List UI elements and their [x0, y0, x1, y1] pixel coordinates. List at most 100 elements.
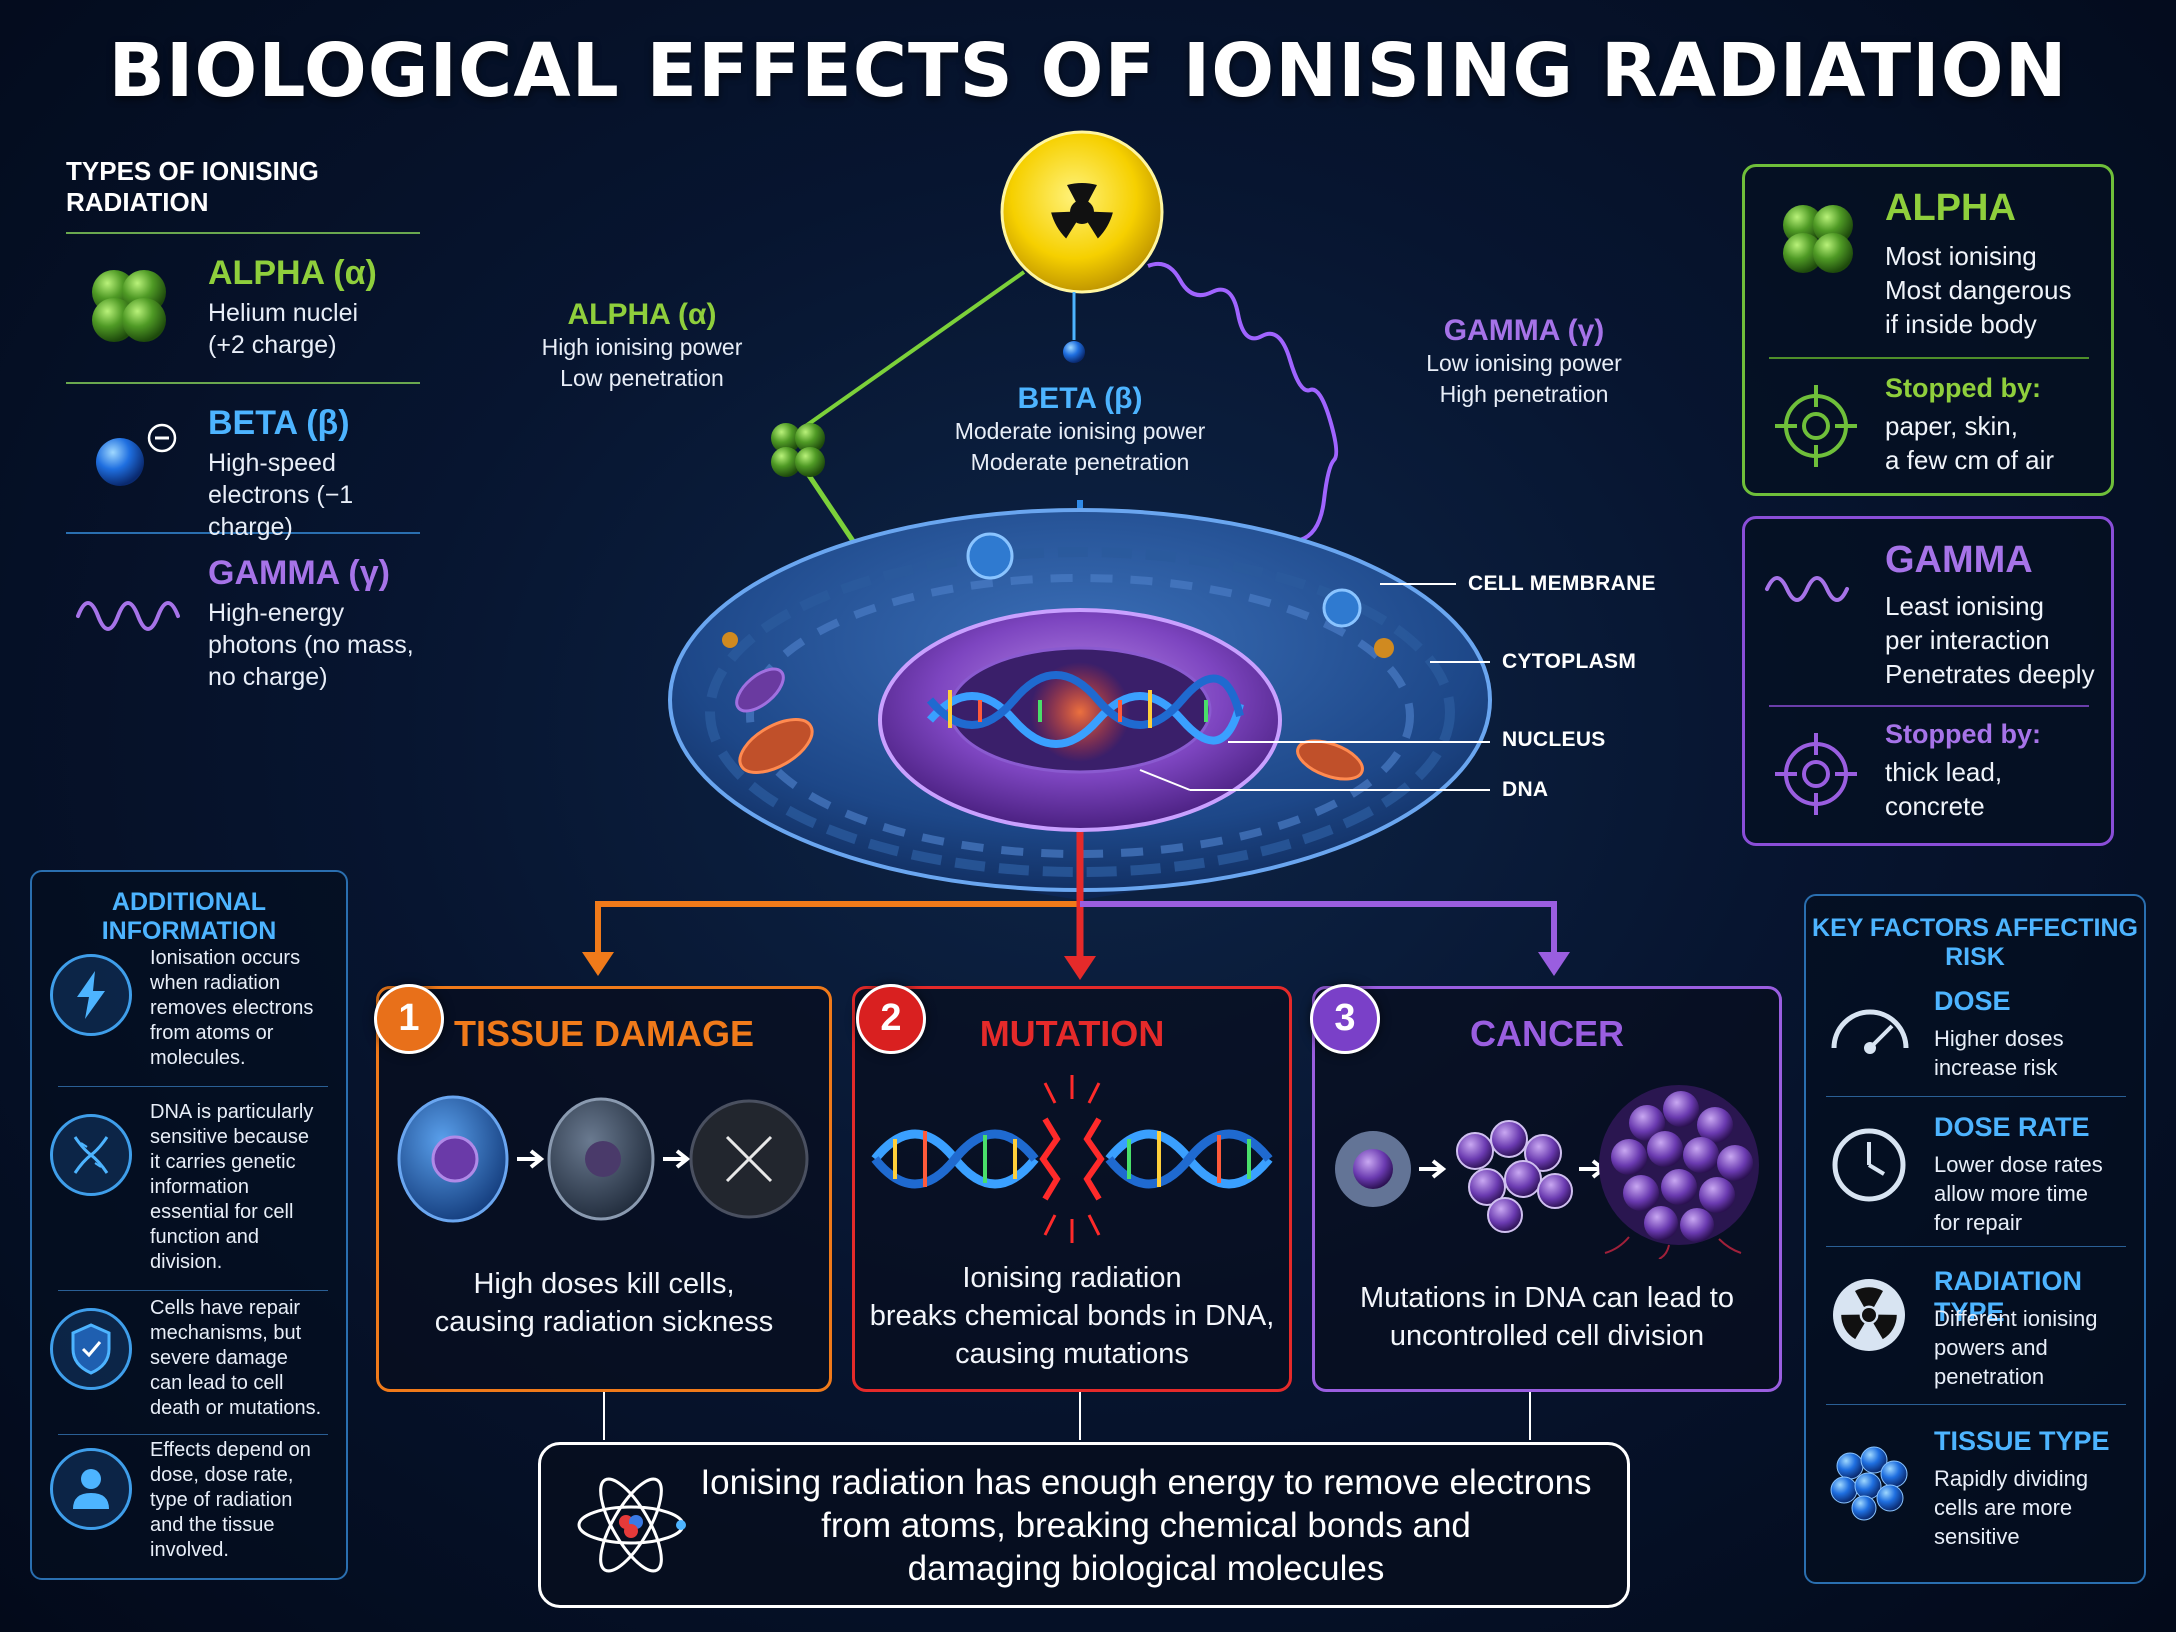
divider — [58, 1434, 328, 1435]
additional-info-heading: ADDITIONAL INFORMATION — [101, 888, 277, 945]
effect-desc-1: Mutations in DNA can lead to — [1360, 1282, 1734, 1314]
legend-alpha-desc-2: (+2 charge) — [208, 331, 337, 359]
alpha-info-box: ALPHA Most ionising Most dangerous if in… — [1742, 164, 2114, 496]
atom-icon — [577, 1477, 686, 1573]
alpha-beam-name: ALPHA (α) — [567, 298, 717, 331]
radiation-source-icon — [1000, 130, 1164, 294]
effect-desc-2: causing radiation sickness — [434, 1306, 774, 1338]
nucleus-label: NUCLEUS — [1502, 728, 1606, 751]
beta-beam-name: BETA (β) — [1017, 382, 1143, 415]
effect-desc-1: Ionising radiation — [962, 1262, 1182, 1294]
effect-box-tissue-damage: TISSUE DAMAGE High doses kill cells, cau… — [376, 986, 832, 1392]
key-factor-name: TISSUE TYPE — [1934, 1426, 2110, 1456]
legend-item-gamma: GAMMA (γ) High-energy photons (no mass, … — [66, 534, 420, 704]
alpha-box-desc-3: if inside body — [1885, 309, 2037, 339]
key-factor-name: DOSE RATE — [1934, 1112, 2090, 1142]
cancer-illustration — [1335, 1085, 1759, 1259]
alpha-beam-desc-2: Low penetration — [560, 365, 724, 391]
effect-number-badge: 2 — [856, 984, 926, 1054]
additional-information-panel: ADDITIONAL INFORMATION Ionisation occurs… — [30, 870, 348, 1580]
radiation-types-legend: TYPES OF IONISING RADIATION ALPHA (α) He… — [66, 156, 420, 704]
cell-membrane-label: CELL MEMBRANE — [1468, 572, 1656, 595]
gamma-box-name: GAMMA — [1885, 539, 2033, 581]
tissue-damage-illustration — [397, 1095, 809, 1223]
effect-title: MUTATION — [979, 1013, 1165, 1054]
gamma-wave-icon — [76, 601, 180, 631]
dna-icon — [50, 1114, 132, 1196]
target-icon — [1775, 385, 1857, 467]
effect-title: CANCER — [1469, 1013, 1624, 1054]
effect-desc-3: causing mutations — [955, 1338, 1189, 1370]
gauge-icon — [1831, 1009, 1909, 1054]
legend-beta-desc-2: electrons (−1 charge) — [208, 481, 354, 541]
gamma-beam-desc-2: High penetration — [1439, 381, 1609, 407]
gamma-beam-name: GAMMA (γ) — [1443, 314, 1605, 347]
alpha-stopped-by-label: Stopped by: — [1885, 373, 2041, 403]
gamma-wave-icon — [1765, 576, 1849, 602]
legend-beta-name: BETA (β) — [208, 404, 350, 442]
divider — [1826, 1096, 2126, 1097]
dna-break-illustration — [871, 1075, 1273, 1243]
alpha-stopped-by-2: a few cm of air — [1885, 445, 2055, 475]
divider — [1769, 357, 2089, 359]
legend-gamma-desc-1: High-energy — [208, 599, 345, 627]
beta-beam-desc-1: Moderate ionising power — [954, 418, 1206, 444]
legend-divider — [66, 382, 420, 384]
shield-icon — [50, 1308, 132, 1390]
divider — [58, 1290, 328, 1291]
beta-beam-label: BETA (β) Moderate ionising power Moderat… — [940, 382, 1220, 478]
person-icon — [50, 1448, 132, 1530]
alpha-particle-icon — [92, 270, 166, 342]
alpha-beam-desc-1: High ionising power — [541, 334, 743, 360]
effect-desc-2: uncontrolled cell division — [1389, 1320, 1705, 1352]
effect-desc-1: High doses kill cells, — [473, 1268, 735, 1300]
legend-alpha-name: ALPHA (α) — [208, 254, 377, 292]
legend-gamma-desc-2: photons (no mass, — [208, 631, 414, 659]
legend-beta-desc-1: High-speed — [208, 449, 336, 477]
legend-heading: TYPES OF IONISING RADIATION — [66, 156, 420, 234]
gamma-beam-desc-1: Low ionising power — [1426, 350, 1622, 376]
gamma-box-desc-3: Penetrates deeply — [1885, 659, 2095, 689]
divider — [1826, 1404, 2126, 1405]
radiation-icon — [1833, 1279, 1905, 1351]
gamma-stopped-by-1: thick lead, — [1885, 757, 2003, 787]
clock-icon — [1832, 1128, 1906, 1202]
key-factor-name: DOSE — [1934, 986, 2011, 1016]
alpha-box-name: ALPHA — [1885, 187, 2016, 229]
lightning-icon — [50, 954, 132, 1036]
gamma-stopped-by-2: concrete — [1885, 791, 1985, 821]
effect-number-badge: 1 — [374, 984, 444, 1054]
key-factors-heading: KEY FACTORS AFFECTING RISK — [1812, 914, 2138, 971]
page-title: BIOLOGICAL EFFECTS OF IONISING RADIATION — [108, 28, 2068, 114]
alpha-stopped-by-1: paper, skin, — [1885, 411, 2018, 441]
gamma-box-desc-2: per interaction — [1885, 625, 2050, 655]
key-factors-panel: KEY FACTORS AFFECTING RISK DOSE Higher d… — [1804, 894, 2146, 1584]
beta-beam-desc-2: Moderate penetration — [970, 449, 1190, 475]
cell-illustration — [668, 508, 1492, 900]
effect-number-badge: 3 — [1310, 984, 1380, 1054]
alpha-particle-icon — [771, 423, 825, 477]
summary-text: Ionising radiation has enough energy to … — [700, 1463, 1592, 1588]
effect-desc-2: breaks chemical bonds in DNA, — [869, 1300, 1275, 1332]
gamma-box-desc-1: Least ionising — [1885, 591, 2044, 621]
alpha-box-desc-2: Most dangerous — [1885, 275, 2072, 305]
alpha-box-desc-1: Most ionising — [1885, 241, 2037, 271]
gamma-stopped-by-label: Stopped by: — [1885, 719, 2041, 749]
effect-box-cancer: CANCER Mutations in DNA can lead to unco… — [1312, 986, 1782, 1392]
legend-gamma-desc-3: no charge) — [208, 663, 328, 691]
cells-icon — [1830, 1446, 1908, 1521]
target-icon — [1775, 733, 1857, 815]
legend-gamma-name: GAMMA (γ) — [208, 554, 390, 592]
summary-box: Ionising radiation has enough energy to … — [538, 1442, 1630, 1608]
dna-label: DNA — [1502, 778, 1549, 801]
legend-item-beta: BETA (β) High-speed electrons (−1 charge… — [66, 384, 420, 541]
divider — [58, 1086, 328, 1087]
alpha-particle-icon — [1783, 205, 1853, 273]
